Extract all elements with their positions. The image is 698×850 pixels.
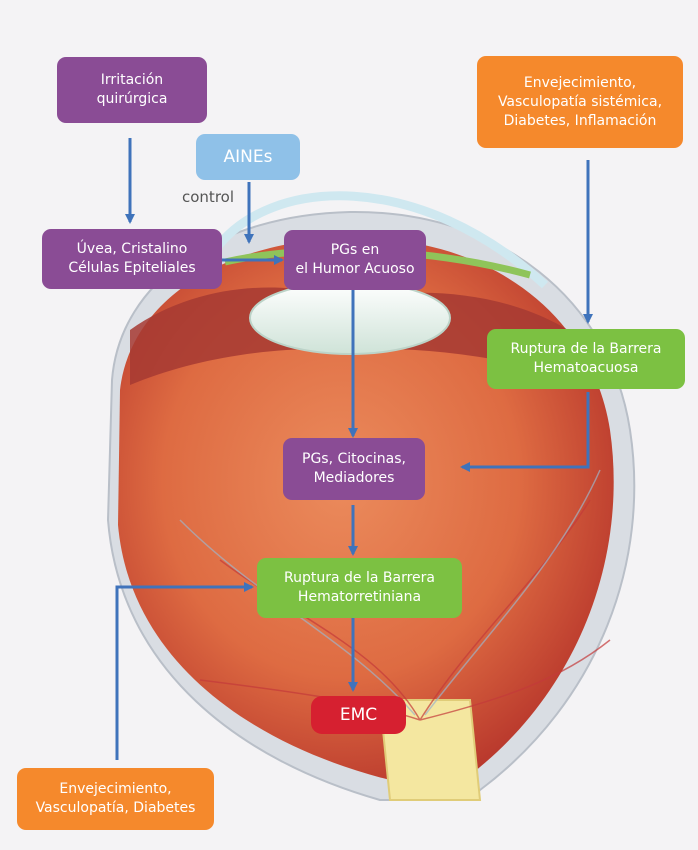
node-envejecimiento-bottom: Envejecimiento, Vasculopatía, Diabetes [17,768,214,830]
node-envejecimiento-top: Envejecimiento, Vasculopatía sistémica, … [477,56,683,148]
node-aines: AINEs [196,134,300,180]
node-pgs-citocinas: PGs, Citocinas, Mediadores [283,438,425,500]
node-ruptura-acuosa: Ruptura de la Barrera Hematoacuosa [487,329,685,389]
node-irritacion: Irritación quirúrgica [57,57,207,123]
arrow-ruptura-citocinas [460,392,590,472]
node-emc: EMC [311,696,406,734]
arrows [115,138,593,760]
arrow-envejecimiento-retiniana [115,582,254,760]
node-uvea: Úvea, Cristalino Células Epiteliales [42,229,222,289]
cornea [211,191,549,289]
node-pgs-humor: PGs en el Humor Acuoso [284,230,426,290]
veins [179,469,601,716]
node-ruptura-retiniana: Ruptura de la Barrera Hematorretiniana [257,558,462,618]
lens [249,281,451,355]
control-label: control [182,188,234,206]
